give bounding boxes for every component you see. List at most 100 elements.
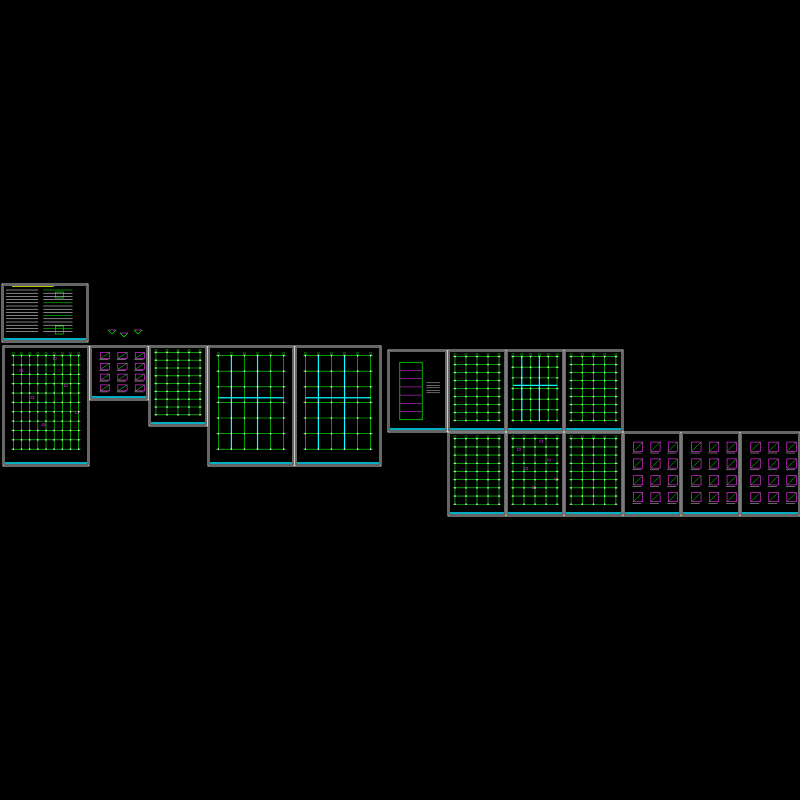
section-detail [691,458,702,469]
column-mark [592,419,595,422]
section-detail [709,475,720,486]
column-mark [512,454,514,456]
column-mark [230,401,233,404]
sheet-beam-plan-1 [207,345,295,467]
column-mark [199,398,201,400]
column-mark [604,387,606,390]
column-mark [20,392,23,394]
column-mark [547,419,549,422]
section-detail [786,475,797,486]
column-mark [28,401,31,404]
column-mark [592,487,595,489]
sheet-foundation-plan [2,345,90,467]
column-mark [12,364,15,366]
column-mark [487,438,489,440]
section-detail [650,475,661,486]
detail-diagonal [726,492,737,502]
column-mark [317,448,320,450]
rebar-detail-mark [41,423,46,427]
column-mark [69,401,72,404]
column-mark [581,371,583,374]
section-detail [650,492,661,503]
axis-bubble [533,435,537,439]
sheet-inner-frame [150,347,206,425]
column-mark [199,414,201,416]
section-detail [100,352,111,359]
column-mark [545,478,547,481]
column-mark [498,379,500,382]
axis-bubble [580,435,584,439]
column-mark [69,354,72,357]
column-mark [512,355,514,358]
column-mark [356,370,359,372]
column-mark [37,411,39,413]
column-mark [570,478,572,481]
column-mark [45,382,47,385]
column-mark [230,370,233,372]
column-mark [498,363,500,366]
detail-diagonal [691,458,702,469]
column-mark [369,417,372,419]
column-mark [498,355,500,358]
column-mark [521,387,523,390]
detail-diagonal [668,475,678,486]
sheet-inner-frame [4,347,88,465]
column-mark [61,382,64,385]
column-mark [512,387,514,390]
axis-bubble [69,352,72,355]
column-mark [465,371,467,374]
column-mark [512,470,514,473]
column-mark [77,354,80,357]
section-detail [750,458,761,469]
column-mark [581,503,583,505]
detail-diagonal [668,441,678,452]
column-mark [317,417,320,419]
rebar-detail-mark [30,396,35,399]
column-mark [498,387,500,390]
section-detail [134,352,145,359]
column-mark [243,354,246,357]
column-mark [521,398,523,400]
section-detail [117,362,128,370]
column-mark [166,406,168,408]
column-mark [188,406,190,408]
detail-diagonal [691,441,702,452]
column-mark [53,411,55,413]
column-mark [282,354,285,357]
column-mark [20,439,23,441]
column-mark [523,503,525,505]
column-mark [188,375,190,377]
sheet-frame [294,345,382,467]
sheet-inner-frame [296,347,380,465]
column-mark [304,354,307,357]
rebar-detail-mark [64,384,68,387]
column-mark [465,462,467,464]
column-mark [304,448,307,450]
detail-diagonal [750,458,761,469]
detail-diagonal [768,441,779,452]
column-mark [230,386,233,388]
column-mark [581,446,583,448]
column-mark [556,419,558,422]
column-mark [512,419,514,422]
column-mark [570,363,572,366]
column-mark [581,487,583,489]
column-mark [521,409,523,411]
detail-diagonal [786,458,797,469]
column-mark [521,366,523,368]
column-mark [592,495,595,497]
column-mark [454,395,456,398]
column-mark [615,470,617,473]
column-mark [37,364,39,366]
column-mark [592,403,595,406]
axis-bubble [269,352,273,355]
column-mark [581,495,583,497]
column-mark [12,354,15,357]
column-mark [547,387,549,390]
column-mark [498,495,500,497]
column-mark [61,401,64,404]
column-mark [523,487,525,489]
section-detail [768,492,779,503]
column-mark [570,403,572,406]
sheet-inner-frame [449,351,505,431]
